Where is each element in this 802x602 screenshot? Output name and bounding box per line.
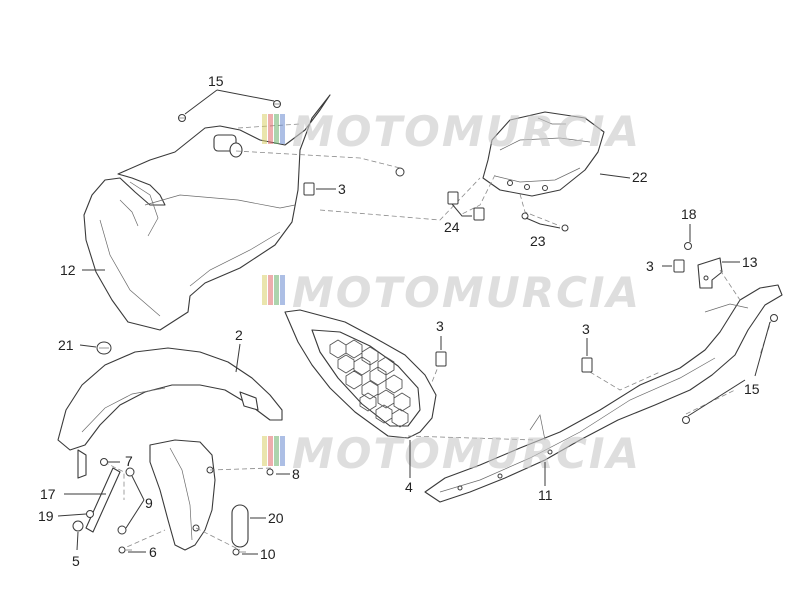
watermark-logo-bottom: MOTOMURCIA <box>262 429 641 478</box>
washer-7 <box>100 458 108 466</box>
part-bracket <box>697 257 723 289</box>
hardware <box>72 100 778 556</box>
callout-20: 20 <box>268 510 284 526</box>
nut-top <box>395 167 405 177</box>
watermark-text-bottom: MOTOMURCIA <box>292 429 641 478</box>
callout-3-middle: 3 <box>436 318 444 334</box>
clip-24-b <box>473 207 485 221</box>
callout-18: 18 <box>681 206 697 222</box>
callout-9: 9 <box>145 495 153 511</box>
clip-3-right <box>673 259 685 273</box>
callout-19: 19 <box>38 508 54 524</box>
callout-3-top: 3 <box>338 181 346 197</box>
clip-3-middle <box>435 351 447 367</box>
grille-mesh <box>329 339 411 428</box>
leader-lines <box>57 89 771 555</box>
watermark-logo-middle: MOTOMURCIA <box>262 268 641 317</box>
screw-6 <box>118 546 132 554</box>
callout-7: 7 <box>125 453 133 469</box>
callout-12: 12 <box>60 262 76 278</box>
washer-9-b <box>117 525 127 535</box>
callout-5: 5 <box>72 553 80 569</box>
screw-15-right-panel-bottom <box>682 416 690 424</box>
callout-23: 23 <box>530 233 546 249</box>
callout-8: 8 <box>292 466 300 482</box>
part-front-shield <box>83 94 331 331</box>
part-grille-panel <box>284 309 437 439</box>
washer-9-a <box>125 467 135 477</box>
callout-24: 24 <box>444 219 460 235</box>
screw-23-a <box>521 212 529 220</box>
watermark-text-top: MOTOMURCIA <box>292 107 641 156</box>
screw-15-right <box>273 100 281 108</box>
callout-2: 2 <box>235 327 243 343</box>
screw-15-right-panel-top <box>770 314 778 322</box>
screw-23-b <box>561 224 569 232</box>
callout-17: 17 <box>40 486 56 502</box>
callout-22: 22 <box>632 169 648 185</box>
screw-10 <box>232 548 246 556</box>
part-glove-box <box>482 111 605 197</box>
screw-18 <box>684 242 692 250</box>
callout-4: 4 <box>405 479 413 495</box>
nut-5 <box>72 520 84 532</box>
callout-3-right: 3 <box>646 258 654 274</box>
clip-3-lower <box>581 357 593 373</box>
callout-21: 21 <box>58 337 74 353</box>
part-side-panel <box>424 284 783 503</box>
nut-19 <box>86 510 94 518</box>
watermark-logo-top: MOTOMURCIA <box>262 107 641 156</box>
callout-10: 10 <box>260 546 276 562</box>
screw-15-left <box>178 114 186 122</box>
callout-6: 6 <box>149 544 157 560</box>
part-strips <box>85 467 249 548</box>
callout-13: 13 <box>742 254 758 270</box>
callout-11: 11 <box>538 487 553 503</box>
clip-21 <box>96 341 112 355</box>
callout-labels: 15 3 12 22 24 23 18 3 13 3 3 21 2 15 7 1… <box>38 73 760 569</box>
callout-15-top: 15 <box>208 73 224 89</box>
watermark-text-middle: MOTOMURCIA <box>292 268 641 317</box>
clip-24-a <box>447 191 459 205</box>
callout-15-right: 15 <box>744 381 760 397</box>
screw-8 <box>266 468 274 476</box>
clip-3-top <box>303 182 315 196</box>
callout-3-lower: 3 <box>582 321 590 337</box>
